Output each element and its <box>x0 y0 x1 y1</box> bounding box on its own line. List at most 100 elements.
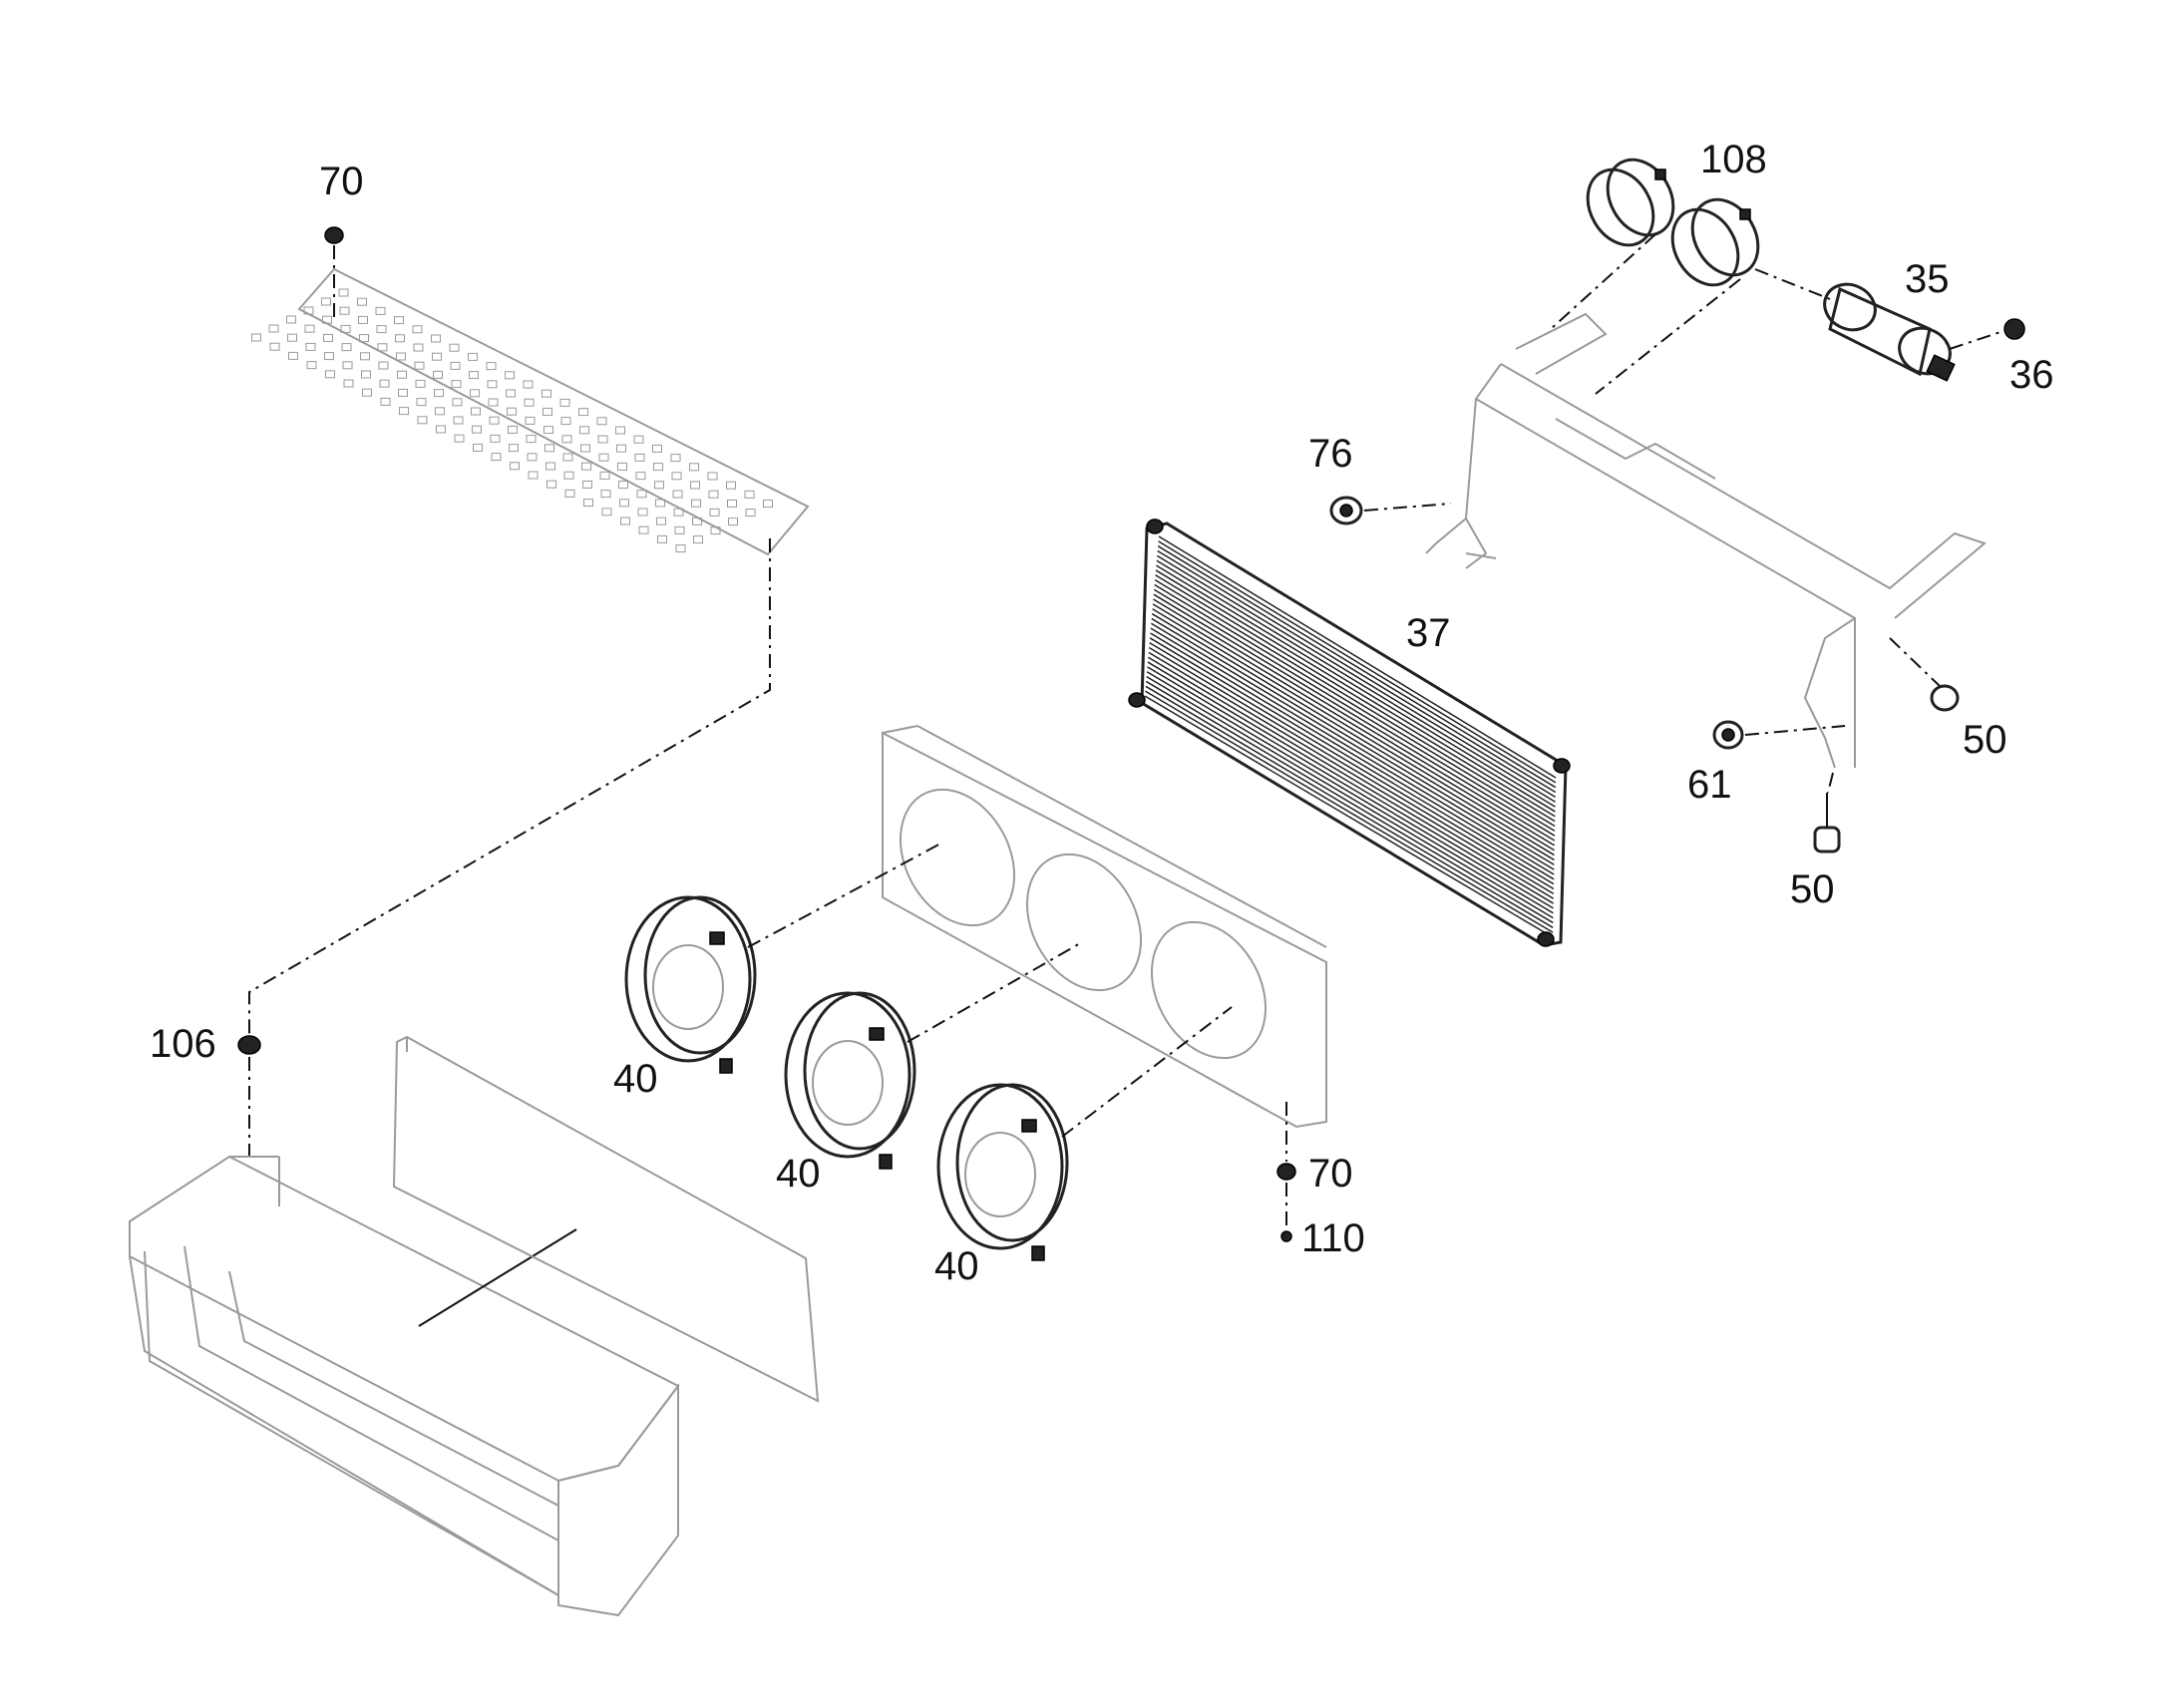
condenser-coil <box>1128 518 1571 947</box>
coil-fin <box>1151 617 1555 861</box>
grille-hole <box>510 462 520 471</box>
grille-hole <box>413 343 424 352</box>
grille-hole <box>582 480 592 489</box>
grille-hole <box>434 389 444 398</box>
grille-hole <box>728 517 738 526</box>
grille-hole <box>378 361 389 370</box>
grille-hole <box>617 462 627 471</box>
grille-hole <box>654 481 664 490</box>
grille-hole <box>454 434 465 443</box>
coil-fin <box>1153 598 1556 842</box>
coil-fin <box>1150 632 1555 875</box>
grille-hole <box>563 471 574 480</box>
grille-hole <box>564 489 575 498</box>
grommet-76 <box>1329 496 1363 525</box>
grille-hole <box>635 472 646 481</box>
grille-hole <box>505 371 515 380</box>
grille-hole <box>709 508 720 516</box>
callout-50-right: 50 <box>1963 718 2007 762</box>
coil-fin <box>1144 695 1554 938</box>
grille-hole <box>397 370 407 379</box>
grille-hole <box>375 306 386 315</box>
grille-hole <box>394 316 404 325</box>
grille-hole <box>692 516 702 525</box>
coil-fin <box>1158 540 1557 784</box>
grille-hole <box>412 325 423 334</box>
callout-106: 106 <box>150 1022 216 1066</box>
grille-hole <box>506 389 516 398</box>
grille-hole <box>358 315 368 324</box>
fastener-70-bottom <box>1276 1163 1296 1181</box>
grille-hole <box>637 508 648 516</box>
grommet-61 <box>1712 720 1744 750</box>
grille-hole <box>600 490 611 499</box>
callout-76: 76 <box>1308 432 1353 476</box>
grille-hole <box>362 388 372 397</box>
grille-hole <box>488 398 499 407</box>
grille-hole <box>338 288 349 297</box>
grille-hole <box>305 342 316 351</box>
coil-fin <box>1149 637 1555 880</box>
grille-hole <box>360 352 370 361</box>
coil-fin <box>1147 661 1555 904</box>
grille-hole <box>324 352 334 361</box>
grille-hole <box>416 398 427 407</box>
grille-hole <box>468 352 478 361</box>
coil-fin <box>1154 583 1556 828</box>
coil-fin <box>1151 612 1555 856</box>
grille-hole <box>433 370 443 379</box>
grille-hole <box>399 407 409 416</box>
grille-hole <box>744 490 755 499</box>
grille-hole <box>486 362 497 371</box>
callout-35: 35 <box>1905 257 1950 301</box>
grille-hole <box>615 426 625 435</box>
grille-hole <box>691 499 701 508</box>
grille-hole <box>469 371 479 380</box>
grille-hole <box>598 453 609 462</box>
grille-hole <box>359 334 369 343</box>
grille-hole <box>542 389 551 398</box>
fitting-36 <box>2003 318 2025 340</box>
grille-hole <box>340 324 351 333</box>
grille-hole <box>341 343 352 352</box>
grille-hole <box>693 535 703 544</box>
coil-fin <box>1145 685 1554 928</box>
grille-hole <box>287 333 297 342</box>
clamp-108-a <box>1586 158 1675 247</box>
coil-fin <box>1148 651 1555 895</box>
grille-hole <box>361 370 371 379</box>
grille-hole <box>508 425 518 434</box>
grille-hole <box>269 342 280 351</box>
coil-fin <box>1147 666 1554 909</box>
grille-hole <box>657 534 667 543</box>
grille-hole <box>675 544 686 553</box>
coil-fin <box>1152 608 1556 852</box>
grille-hole <box>707 472 718 481</box>
grille-hole <box>546 480 556 489</box>
grille-hole <box>323 333 333 342</box>
callout-37: 37 <box>1406 611 1451 655</box>
grille-hole <box>472 425 482 434</box>
grille-hole <box>377 343 388 352</box>
coil-fin <box>1146 671 1554 914</box>
grille-hole <box>526 435 537 444</box>
grille-hole <box>432 352 442 361</box>
grille-hole <box>726 481 736 490</box>
side-panel-sheet <box>392 1035 820 1403</box>
grille-hole <box>671 472 682 481</box>
grille-hole <box>578 408 588 417</box>
grille-hole <box>673 508 684 516</box>
grille-hole <box>251 333 261 342</box>
coil-fin <box>1149 642 1555 885</box>
grille-hole <box>473 443 483 452</box>
coil-fin <box>1156 554 1557 799</box>
grille-hole <box>376 325 387 334</box>
grille-hole <box>618 481 628 490</box>
grille-hole <box>491 453 502 462</box>
grille-hole <box>449 343 460 352</box>
callout-61: 61 <box>1687 763 1732 807</box>
grille-hole <box>638 525 649 534</box>
grille-hole <box>580 444 590 453</box>
grille-hole <box>436 425 446 434</box>
coil-fin <box>1148 646 1555 890</box>
